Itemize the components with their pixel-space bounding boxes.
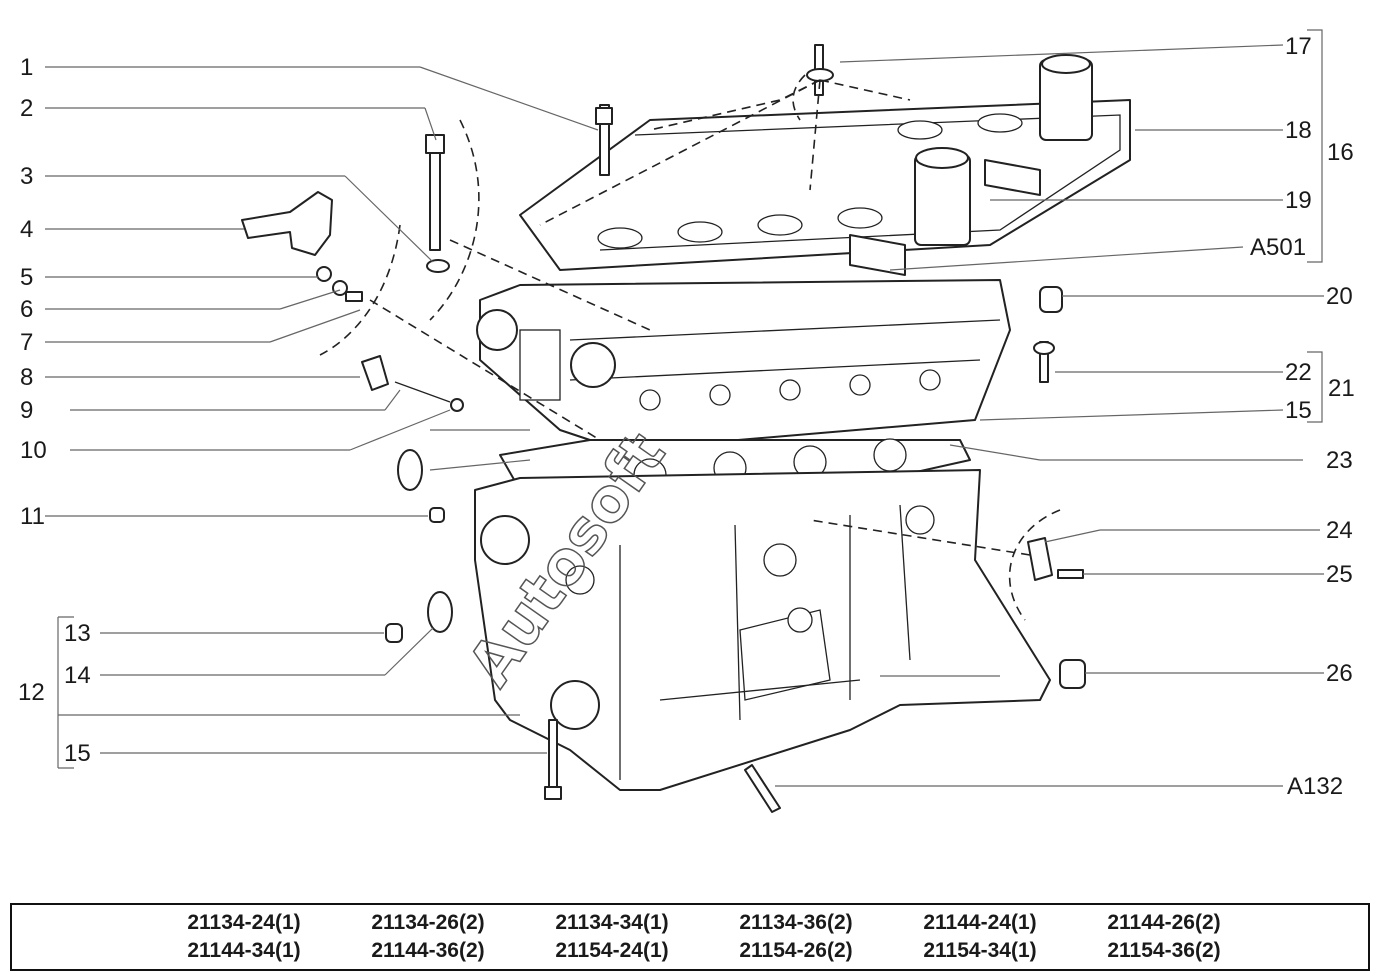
- engine-block-exploded-diagram: Autosoft 1 2: [18, 29, 1355, 813]
- callout-7: 7: [20, 329, 33, 356]
- callout-12: 12: [18, 679, 45, 706]
- variant-code: 21144-36(2): [371, 939, 485, 962]
- callout-11: 11: [20, 503, 45, 530]
- callout-21: 21: [1328, 375, 1355, 402]
- engine-variants-table: 21134-24(1) 21134-26(2) 21134-34(1) 2113…: [10, 903, 1370, 971]
- callout-15-right: 15: [1285, 397, 1312, 424]
- callouts-left: 1 2 3 4 5 6 7 8 9 10 11 12 13 14 15: [18, 54, 91, 767]
- callout-19: 19: [1285, 187, 1312, 214]
- callout-24: 24: [1326, 517, 1353, 544]
- callout-5: 5: [20, 264, 33, 291]
- variant-code: 21154-26(2): [739, 939, 853, 962]
- callout-17: 17: [1285, 33, 1312, 60]
- variant-code: 21134-24(1): [187, 911, 301, 934]
- callout-20: 20: [1326, 283, 1353, 310]
- callout-A132: A132: [1287, 773, 1343, 800]
- callout-22: 22: [1285, 359, 1312, 386]
- variant-code: 21134-34(1): [555, 911, 669, 934]
- callout-2: 2: [20, 95, 33, 122]
- callout-6: 6: [20, 296, 33, 323]
- callout-8: 8: [20, 364, 33, 391]
- callouts-right: 17 18 16 19 A501 20 22 21 15 23 24 25 26…: [1250, 33, 1355, 800]
- callout-16: 16: [1327, 139, 1354, 166]
- variant-code: 21134-36(2): [739, 911, 853, 934]
- variants-row-2: 21144-34(1) 21144-36(2) 21154-24(1) 2115…: [152, 939, 1272, 963]
- callout-23: 23: [1326, 447, 1353, 474]
- cylinder-head: [479, 279, 1011, 451]
- callout-13: 13: [64, 620, 91, 647]
- callout-26: 26: [1326, 660, 1353, 687]
- callout-A501: A501: [1250, 234, 1306, 261]
- callout-14: 14: [64, 662, 91, 689]
- variant-code: 21144-24(1): [923, 911, 1037, 934]
- variants-row-1: 21134-24(1) 21134-26(2) 21134-34(1) 2113…: [152, 911, 1272, 935]
- callout-15-left: 15: [64, 740, 91, 767]
- camshaft-sensor-bracket: [241, 191, 333, 256]
- callout-3: 3: [20, 163, 33, 190]
- engine-block-drawing: [241, 44, 1131, 813]
- callout-9: 9: [20, 397, 33, 424]
- variant-code: 21144-34(1): [187, 939, 301, 962]
- variant-code: 21144-26(2): [1107, 911, 1221, 934]
- callout-4: 4: [20, 216, 33, 243]
- variant-code: 21154-24(1): [555, 939, 669, 962]
- callout-18: 18: [1285, 117, 1312, 144]
- leader-lines: [45, 29, 1324, 787]
- variant-code: 21134-26(2): [371, 911, 485, 934]
- callout-1: 1: [20, 54, 33, 81]
- callout-25: 25: [1326, 561, 1353, 588]
- variant-code: 21154-36(2): [1107, 939, 1221, 962]
- variant-code: 21154-34(1): [923, 939, 1037, 962]
- callout-10: 10: [20, 437, 47, 464]
